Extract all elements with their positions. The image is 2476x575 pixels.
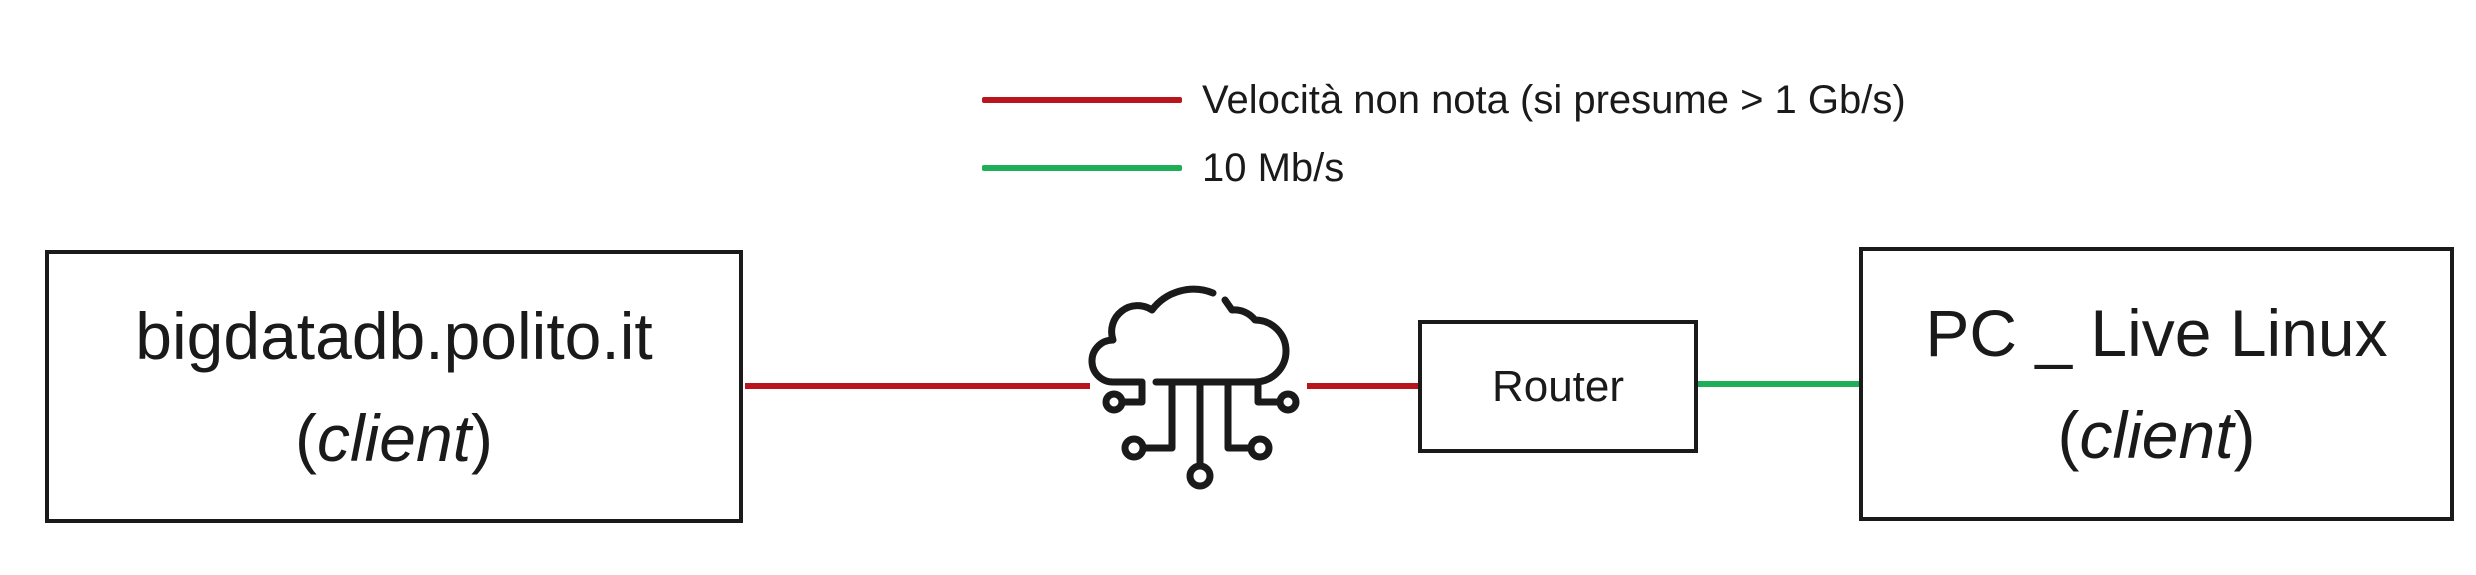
node-bigdatadb-title: bigdatadb.polito.it [135, 298, 653, 373]
legend-item-unknown-speed: Velocità non nota (si presume > 1 Gb/s) [982, 80, 1906, 120]
legend-green-line [982, 165, 1182, 171]
node-bigdatadb: bigdatadb.polito.it (client) [45, 250, 743, 523]
link-router-to-pc [1698, 381, 1862, 387]
node-router-label: Router [1491, 361, 1625, 411]
cloud-network-icon [1088, 285, 1300, 490]
node-pc-role: (client) [2057, 398, 2256, 472]
link-cloud-to-router [1307, 383, 1419, 389]
legend-item-10mbps: 10 Mb/s [982, 148, 1344, 188]
node-pc-live-linux: PC _ Live Linux (client) [1859, 247, 2454, 521]
link-host-to-cloud [745, 383, 1090, 389]
node-pc-title: PC _ Live Linux [1925, 296, 2388, 370]
node-bigdatadb-role: (client) [294, 400, 494, 475]
legend-label-10mbps: 10 Mb/s [1202, 146, 1345, 190]
legend-label-unknown-speed: Velocità non nota (si presume > 1 Gb/s) [1202, 78, 1906, 122]
legend-red-line [982, 97, 1182, 103]
node-router: Router [1418, 320, 1698, 453]
